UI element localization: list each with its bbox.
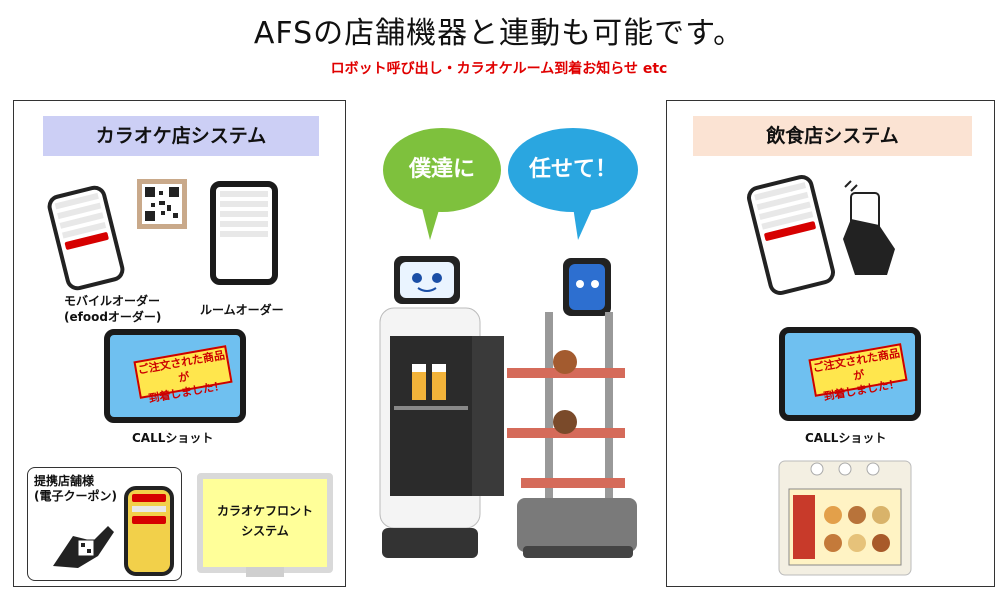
restaurant-call-shot-label: CALLショット bbox=[805, 431, 887, 445]
page-title: AFSの店舗機器と連動も可能です。 bbox=[253, 16, 745, 51]
restaurant-system-title: 飲食店システム bbox=[693, 116, 972, 156]
call-shot-label: CALLショット bbox=[132, 431, 214, 445]
hand-scanning-icon bbox=[53, 526, 114, 568]
monitor-stand bbox=[246, 567, 284, 577]
tray-delivery-robot-icon bbox=[507, 258, 637, 558]
speech-bubble-left: 僕達に bbox=[383, 128, 501, 212]
speech-bubble-right-text: 任せて！ bbox=[528, 157, 617, 182]
speech-bubble-left-text: 僕達に bbox=[408, 157, 475, 182]
order-arrival-popup: ご注文された商品が 到着しました！ bbox=[133, 345, 233, 405]
page-subtitle: ロボット呼び出し・カラオケルーム到着お知らせ etc bbox=[330, 61, 668, 77]
call-shot-tablet-icon: ご注文された商品が 到着しました！ bbox=[104, 329, 246, 423]
speech-bubble-right: 任せて！ bbox=[508, 128, 638, 212]
qr-code-icon bbox=[137, 179, 187, 229]
room-order-label: ルームオーダー bbox=[200, 303, 284, 317]
partner-coupon-box: 提携店舗様 (電子クーポン) bbox=[27, 467, 182, 581]
restaurant-system-panel: 飲食店システム ご注文された商品が 到着しました！ CALLショット bbox=[666, 100, 995, 587]
coupon-phone-icon bbox=[124, 486, 174, 576]
restaurant-call-shot-tablet-icon: ご注文された商品が 到着しました！ bbox=[779, 327, 921, 421]
restaurant-phone-icon bbox=[744, 172, 838, 298]
karaoke-system-title: カラオケ店システム bbox=[43, 116, 319, 156]
bubble-left-tail bbox=[420, 200, 442, 240]
cabinet-delivery-robot-icon bbox=[379, 256, 504, 558]
hand-holding-phone-icon bbox=[843, 180, 895, 275]
menu-order-terminal-icon bbox=[778, 460, 912, 576]
mobile-order-phone-icon bbox=[45, 183, 127, 293]
restaurant-order-arrival-popup: ご注文された商品が 到着しました！ bbox=[808, 343, 908, 403]
mobile-order-label: モバイルオーダー (efoodオーダー) bbox=[64, 294, 162, 324]
front-system-monitor-icon: カラオケフロント システム bbox=[197, 473, 333, 573]
partner-store-label: 提携店舗様 (電子クーポン) bbox=[34, 474, 117, 503]
room-order-tablet-icon bbox=[210, 181, 278, 285]
karaoke-system-panel: カラオケ店システム モバイルオーダー (efoodオーダー) ルームオーダー ご… bbox=[13, 100, 346, 587]
front-system-label: カラオケフロント システム bbox=[216, 504, 313, 538]
bubble-right-tail bbox=[572, 200, 596, 240]
